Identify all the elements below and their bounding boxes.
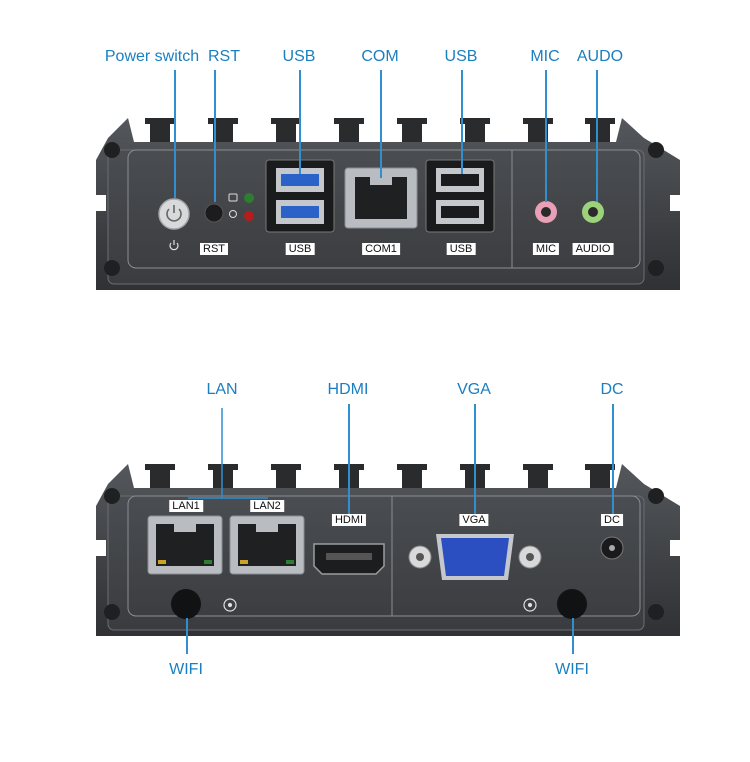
callout-hdmi: HDMI xyxy=(327,381,369,398)
callout-wifi-left: WIFI xyxy=(169,661,203,678)
callout-rst: RST xyxy=(208,48,240,65)
label-hdmi: HDMI xyxy=(331,514,367,526)
callout-com: COM xyxy=(361,48,399,65)
wifi-icon xyxy=(223,598,237,612)
led-icons xyxy=(228,193,254,221)
callout-line-wifi-left xyxy=(186,618,188,654)
callout-line-usb-right xyxy=(461,70,463,174)
usb-port-right xyxy=(425,159,495,233)
callout-line-wifi-right xyxy=(572,618,574,654)
label-lan1: LAN1 xyxy=(169,500,203,512)
callout-line-vga xyxy=(474,404,476,514)
callout-line-hdmi xyxy=(348,404,350,514)
usb-port-left xyxy=(265,159,335,233)
callout-power-switch: Power switch xyxy=(104,48,200,65)
callout-usb-left: USB xyxy=(282,48,316,65)
callout-line-dc xyxy=(612,404,614,514)
lan2-port xyxy=(229,515,305,575)
label-vga: VGA xyxy=(459,514,489,526)
vga-port xyxy=(408,534,542,580)
callout-wifi-right: WIFI xyxy=(555,661,589,678)
reset-button[interactable] xyxy=(204,203,224,223)
label-usb-right: USB xyxy=(446,243,476,255)
lan1-port xyxy=(147,515,223,575)
callout-line-com xyxy=(380,70,382,178)
label-lan2: LAN2 xyxy=(250,500,284,512)
callout-audio: AUDO xyxy=(576,48,624,65)
power-button[interactable] xyxy=(158,198,190,230)
power-icon xyxy=(169,240,179,251)
mic-jack xyxy=(535,201,557,223)
callout-dc: DC xyxy=(600,381,624,398)
lan-bracket xyxy=(188,408,268,499)
callout-lan: LAN xyxy=(206,381,238,398)
callout-line-usb-left xyxy=(299,70,301,174)
label-rst: RST xyxy=(200,243,228,255)
callout-line-audio xyxy=(596,70,598,202)
callout-line-rst xyxy=(214,70,216,202)
audio-jack xyxy=(582,201,604,223)
wifi-icon xyxy=(523,598,537,612)
callout-line-power xyxy=(174,70,176,198)
label-audio: AUDIO xyxy=(572,243,614,255)
label-usb-left: USB xyxy=(285,243,315,255)
dc-jack xyxy=(600,536,624,560)
wifi-antenna-left xyxy=(171,589,201,619)
label-mic: MIC xyxy=(532,243,560,255)
callout-line-mic xyxy=(545,70,547,202)
com-port xyxy=(344,167,418,229)
callout-usb-right: USB xyxy=(444,48,478,65)
hdmi-port xyxy=(313,543,385,575)
wifi-antenna-right xyxy=(557,589,587,619)
callout-vga: VGA xyxy=(457,381,491,398)
label-dc: DC xyxy=(601,514,623,526)
callout-mic: MIC xyxy=(530,48,560,65)
label-com1: COM1 xyxy=(362,243,400,255)
